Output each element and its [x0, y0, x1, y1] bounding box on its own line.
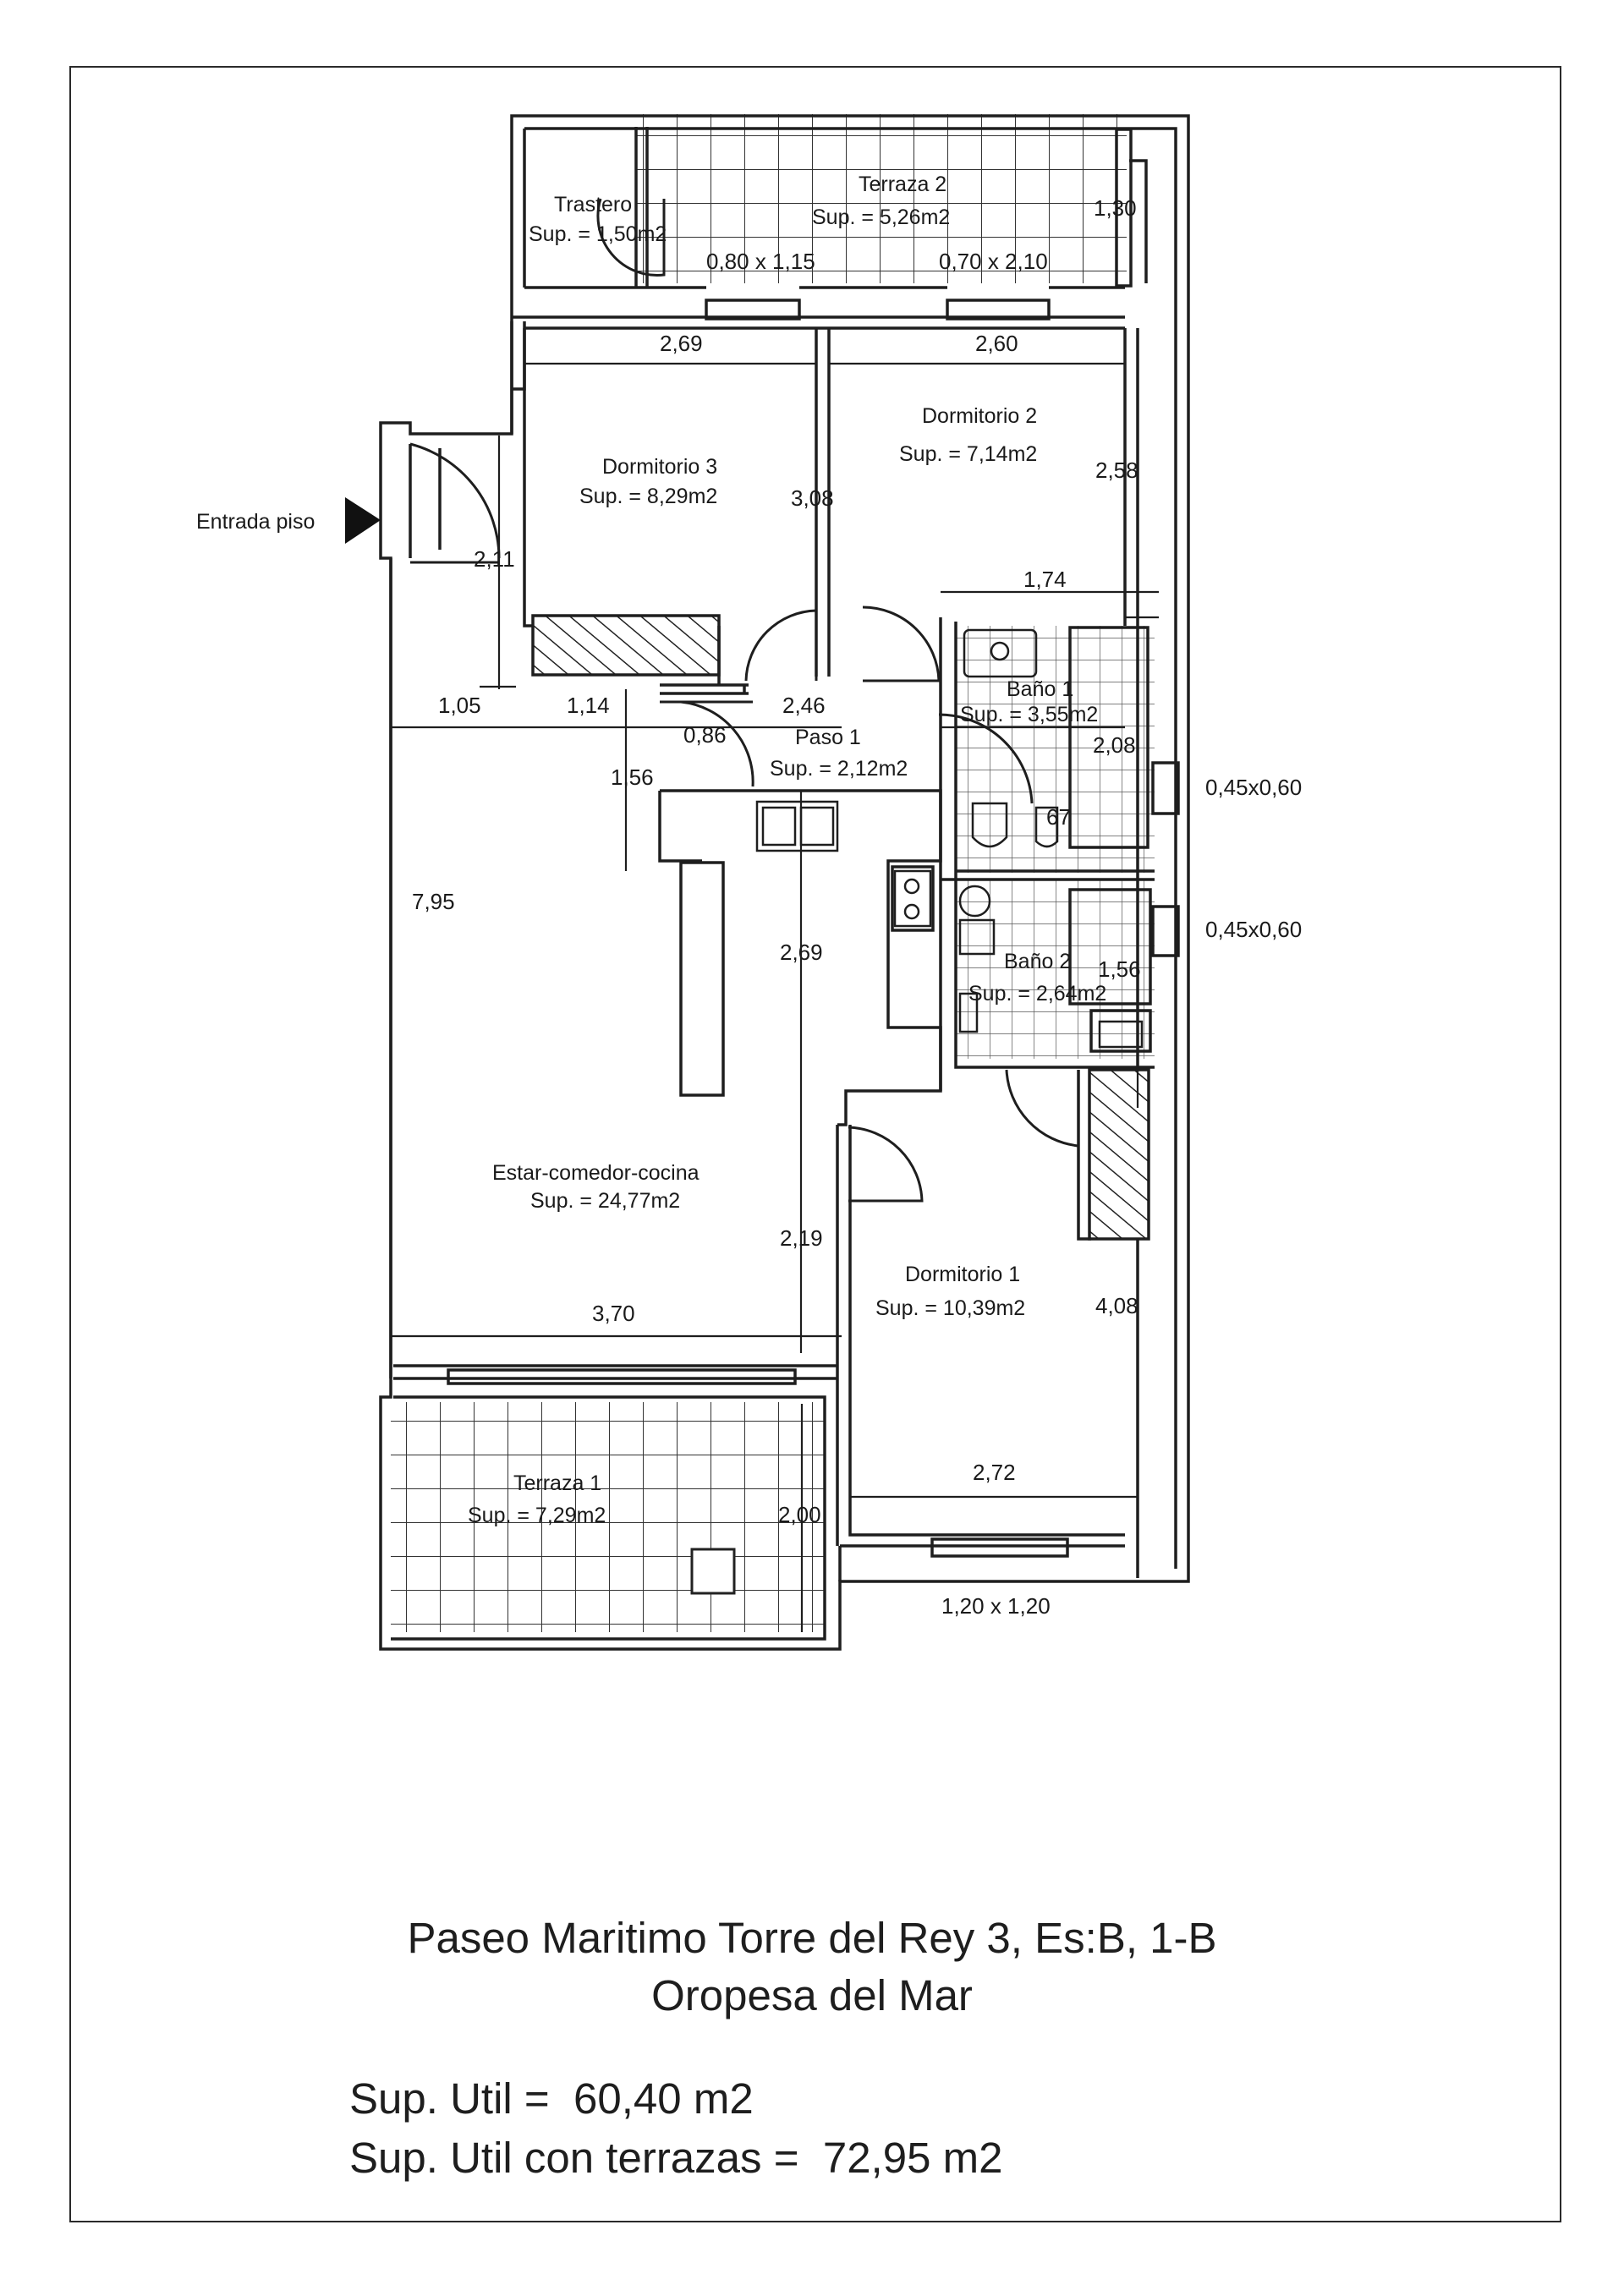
- address-line-2: Oropesa del Mar: [651, 1971, 973, 2019]
- dim-estar-width: 3,70: [592, 1301, 635, 1326]
- room-area-trastero: Sup. = 1,50m2: [529, 222, 667, 246]
- room-area-terraza-1: Sup. = 7,29m2: [468, 1504, 606, 1527]
- dim-bano-1-width: 1,74: [1023, 567, 1067, 592]
- room-name-terraza-1: Terraza 1: [513, 1471, 601, 1495]
- room-name-paso-1: Paso 1: [795, 726, 861, 749]
- dim-dormitorio-1-depth: 4,08: [1095, 1293, 1138, 1318]
- room-area-estar: Sup. = 24,77m2: [530, 1189, 680, 1213]
- dim-estar-depth: 7,95: [412, 889, 455, 914]
- room-name-bano-1: Baño 1: [1007, 677, 1073, 701]
- dim-paso-depth: 1,56: [611, 764, 654, 790]
- dim-paso-small: 0,86: [683, 722, 727, 748]
- sup-util: Sup. Util = 60,40 m2: [349, 2074, 754, 2123]
- room-name-bano-2: Baño 2: [1004, 950, 1071, 973]
- dim-dormitorio-1-width: 2,72: [973, 1460, 1016, 1485]
- dim-dormitorio-2-width: 2,60: [975, 331, 1018, 356]
- dim-terraza-2-depth: 1,30: [1094, 195, 1137, 221]
- dim-hall-a: 1,05: [438, 693, 481, 718]
- room-name-dormitorio-3: Dormitorio 3: [602, 455, 717, 479]
- entrance-label: Entrada piso: [196, 510, 315, 534]
- bathroom-tiles: [956, 626, 1155, 1059]
- room-area-terraza-2: Sup. = 5,26m2: [812, 205, 950, 229]
- sup-util-terrazas: Sup. Util con terrazas = 72,95 m2: [349, 2134, 1003, 2182]
- room-name-terraza-2: Terraza 2: [859, 173, 946, 196]
- entrance-marker: [345, 497, 381, 544]
- dim-dormitorio-3-depth: 3,08: [791, 485, 834, 511]
- door-swings: [409, 198, 1079, 1203]
- dim-dormitorio-3-width: 2,69: [660, 331, 703, 356]
- dim-window-trastero: 0,80 x 1,15: [706, 249, 815, 274]
- dim-dormitorio-2-depth: 2,58: [1095, 458, 1138, 483]
- address-line-1: Paseo Maritimo Torre del Rey 3, Es:B, 1-…: [407, 1914, 1217, 1962]
- dim-bano-1-fixture: 67: [1046, 804, 1071, 830]
- dim-window-bano-1: 0,45x0,60: [1205, 775, 1302, 800]
- room-area-dormitorio-1: Sup. = 10,39m2: [875, 1296, 1025, 1320]
- room-name-dormitorio-1: Dormitorio 1: [905, 1263, 1020, 1286]
- room-area-dormitorio-3: Sup. = 8,29m2: [579, 485, 717, 508]
- dim-window-bano-2: 0,45x0,60: [1205, 917, 1302, 942]
- dim-window-terraza-2: 0,70 x 2,10: [939, 249, 1048, 274]
- room-area-bano-1: Sup. = 3,55m2: [960, 703, 1098, 726]
- drawing-frame: [69, 66, 1561, 2222]
- terraza-1: [391, 1402, 824, 1632]
- terraza-2: [636, 114, 1179, 286]
- room-name-estar: Estar-comedor-cocina: [492, 1161, 700, 1185]
- room-name-trastero: Trastero: [554, 193, 632, 216]
- dim-bano-1-depth: 2,08: [1093, 732, 1136, 758]
- room-area-paso-1: Sup. = 2,12m2: [770, 757, 908, 781]
- dim-kitchen-depth: 2,69: [780, 940, 823, 965]
- dim-paso-width: 2,46: [782, 693, 826, 718]
- dim-bano-2-width: 1,56: [1098, 956, 1141, 982]
- dim-entrance-depth: 2,11: [474, 546, 515, 572]
- room-area-dormitorio-2: Sup. = 7,14m2: [899, 442, 1037, 466]
- dim-terraza-1-depth: 2,00: [778, 1502, 821, 1527]
- dim-hall-b: 1,14: [567, 693, 610, 718]
- room-name-dormitorio-2: Dormitorio 2: [922, 404, 1037, 428]
- dim-estar-lower: 2,19: [780, 1225, 823, 1251]
- dimension-lines: [389, 328, 1159, 1632]
- dim-window-dormitorio-1: 1,20 x 1,20: [941, 1593, 1051, 1619]
- room-area-bano-2: Sup. = 2,64m2: [968, 982, 1106, 1006]
